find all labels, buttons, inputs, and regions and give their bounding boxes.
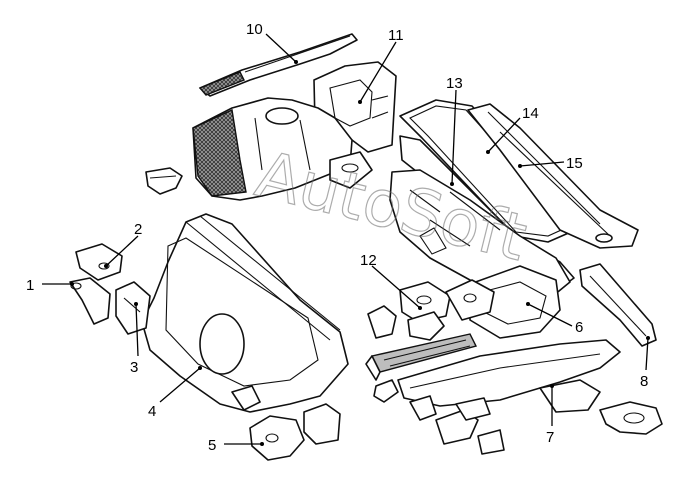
part-8-side-rail [579, 263, 657, 347]
part-5-mount-bracket [249, 403, 341, 461]
part-9-wheelhouse-assembly [192, 97, 373, 201]
part-4-front-side-panel [141, 213, 349, 413]
part-2-bracket [75, 243, 123, 281]
part-6-inner-apron [469, 265, 561, 339]
lower-small-brackets [409, 395, 505, 455]
right-end-pad [599, 401, 663, 435]
callout-labels: 1 2 3 4 5 6 7 8 10 11 12 13 14 15 [26, 21, 648, 454]
callout-11: 11 [388, 27, 404, 44]
callout-12: 12 [360, 252, 377, 269]
part-12-bracket-cluster [367, 279, 495, 341]
callout-3: 3 [130, 359, 138, 376]
small-curved-bracket [145, 167, 183, 195]
callout-14: 14 [522, 105, 539, 122]
leader-lines [42, 33, 650, 446]
part-1-bracket [69, 277, 111, 325]
callout-2: 2 [134, 221, 142, 238]
callout-7: 7 [546, 429, 554, 446]
callout-6: 6 [575, 319, 583, 336]
callout-15: 15 [566, 155, 583, 172]
part-14-cowl-top-panel [467, 103, 639, 249]
callout-5: 5 [208, 437, 216, 454]
callout-8: 8 [640, 373, 648, 390]
callout-10: 10 [246, 21, 263, 38]
part-7-floor-rail [397, 339, 621, 413]
part-13-windshield-frame [399, 99, 581, 243]
part-10-cowl-strip [198, 33, 358, 97]
cross-member [365, 333, 478, 403]
callout-1: 1 [26, 277, 34, 294]
part-3-bracket [115, 281, 151, 335]
callout-13: 13 [446, 75, 463, 92]
callout-4: 4 [148, 403, 156, 420]
